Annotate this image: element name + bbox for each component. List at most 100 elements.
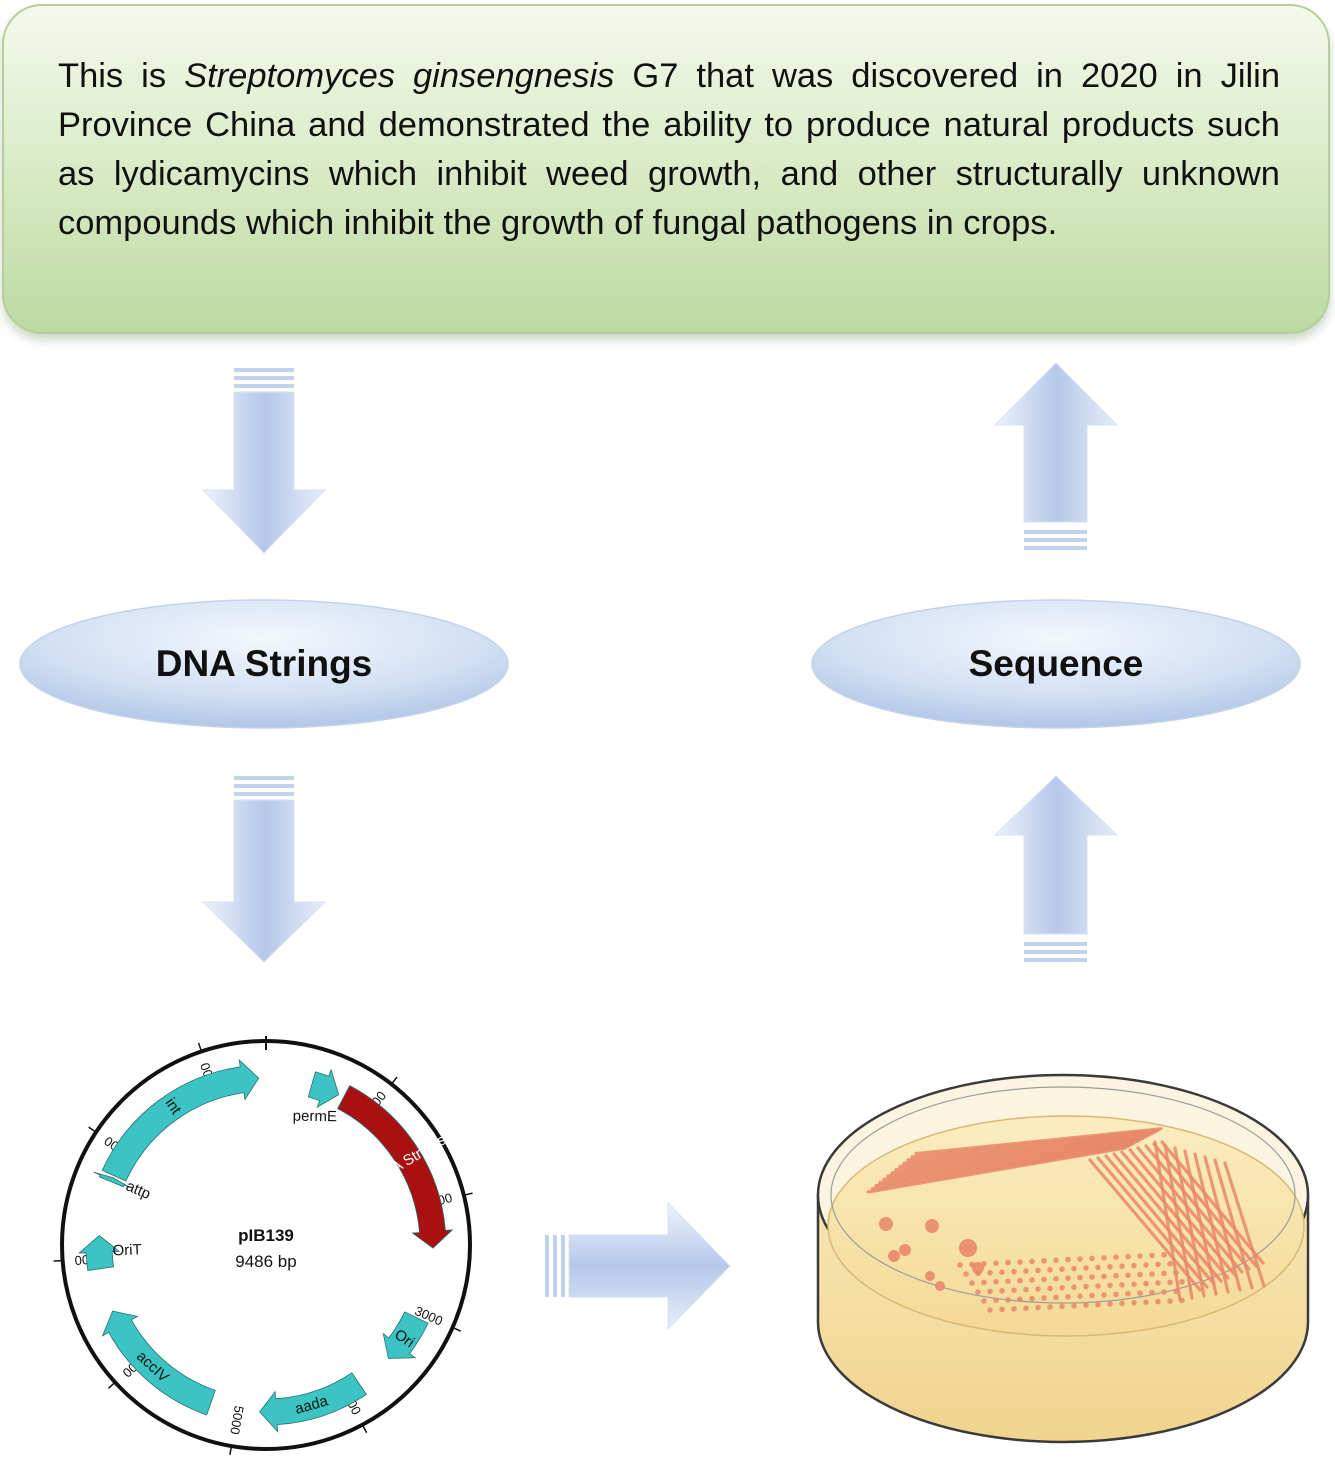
colony-dot — [1023, 1305, 1029, 1311]
tick-label: 5000 — [227, 1405, 247, 1436]
colony-dot — [1137, 1271, 1143, 1278]
bacterial-colonies — [879, 1217, 1185, 1313]
colony-dot — [1023, 1286, 1029, 1293]
plasmid-map: 100020003000400050006000700080009000 per… — [53, 1036, 473, 1456]
colony-dot — [1047, 1285, 1053, 1292]
colony-dot — [1065, 1275, 1071, 1281]
plasmid-size: 9486 bp — [235, 1252, 296, 1271]
streak — [1120, 1150, 1230, 1280]
feature-dna-strings — [337, 1085, 454, 1249]
colony-dot — [1167, 1298, 1173, 1304]
colony-dot — [1101, 1255, 1107, 1261]
colony-dot — [1089, 1274, 1095, 1280]
colony-dot — [993, 1279, 999, 1285]
colony-dot — [1143, 1280, 1149, 1287]
tick-mark — [452, 1326, 462, 1332]
colony-dot — [1083, 1265, 1089, 1271]
petri-dish — [816, 1073, 1310, 1444]
colony-dot — [1113, 1273, 1119, 1279]
colony-dot — [1155, 1298, 1161, 1305]
colony-dot — [1155, 1280, 1161, 1286]
colony-dot — [1101, 1292, 1107, 1298]
streak — [1173, 1146, 1206, 1298]
colony-dot — [1023, 1268, 1029, 1274]
colony-dot — [1065, 1256, 1071, 1263]
colony-dot — [1119, 1300, 1125, 1307]
tick-mark — [88, 1126, 97, 1133]
tick-mark — [229, 1445, 233, 1456]
feature-label-orit: OriT — [112, 1241, 142, 1259]
tick-mark — [361, 1424, 368, 1434]
colony-dot — [1161, 1289, 1167, 1295]
colony-dot — [1143, 1299, 1149, 1305]
colony-dot — [1053, 1257, 1059, 1263]
colony-dot — [1059, 1266, 1065, 1272]
colony-dot — [957, 1262, 963, 1268]
colony-dot — [981, 1279, 987, 1286]
feature-attp — [93, 1171, 131, 1189]
colony-dot — [1017, 1259, 1023, 1265]
colony-dot — [1149, 1271, 1155, 1277]
dna-strings-label: DNA Strings — [155, 643, 373, 684]
colony-dot — [1005, 1259, 1011, 1266]
colony-dot — [1137, 1290, 1143, 1296]
colony-dot — [1095, 1264, 1101, 1271]
colony-dot — [999, 1306, 1005, 1313]
arrow-down-2 — [201, 776, 327, 963]
colony-dot — [981, 1298, 987, 1304]
colony — [925, 1219, 939, 1233]
colony-dot — [1125, 1253, 1131, 1260]
sequence-node — [811, 599, 1301, 729]
tick-mark — [53, 1259, 63, 1262]
colony-dot — [1011, 1306, 1017, 1312]
colony-dot — [1035, 1267, 1041, 1274]
colony-dot — [993, 1297, 999, 1304]
colony-dot — [1053, 1294, 1059, 1301]
colony — [899, 1244, 911, 1256]
species-name: Streptomyces ginsengnesis — [184, 57, 615, 95]
description-text: This is Streptomyces ginsengnesis G7 tha… — [58, 57, 1281, 242]
colony-dot — [1071, 1265, 1077, 1272]
colony-dot — [981, 1261, 987, 1267]
feature-orit — [78, 1235, 121, 1271]
feature-label-attp: attp — [123, 1178, 153, 1203]
colony — [879, 1217, 893, 1231]
feature-ori — [382, 1311, 429, 1359]
colony-dot — [1005, 1278, 1011, 1284]
streak — [1213, 1158, 1254, 1290]
tick-mark — [107, 1381, 116, 1389]
colony-dot — [1041, 1258, 1047, 1264]
plasmid-name: pIB139 — [238, 1226, 294, 1245]
colony-dot — [1131, 1300, 1137, 1306]
tick-mark — [197, 1042, 203, 1052]
colony-dot — [987, 1270, 993, 1276]
colony-dot — [1017, 1277, 1023, 1284]
colony — [959, 1239, 977, 1257]
colony-dot — [1017, 1296, 1023, 1302]
colony-dot — [1029, 1277, 1035, 1283]
streak — [1193, 1152, 1230, 1294]
streak — [1203, 1155, 1242, 1292]
feature-acciv — [101, 1310, 216, 1416]
streak — [1088, 1158, 1202, 1292]
colony-dot — [1029, 1258, 1035, 1265]
feature-label-perme: permE — [293, 1108, 337, 1126]
colony-dot — [1155, 1261, 1161, 1268]
colony-dot — [1167, 1279, 1173, 1286]
colony-dot — [1011, 1268, 1017, 1275]
streak — [1223, 1161, 1266, 1288]
colony-dot — [1047, 1304, 1053, 1310]
colony-dot — [1059, 1285, 1065, 1291]
colony-dot — [1011, 1287, 1017, 1293]
streak — [1183, 1149, 1218, 1296]
bacterial-streaks — [866, 1127, 1266, 1302]
colony-dot — [1065, 1294, 1071, 1300]
streak — [1136, 1146, 1244, 1274]
colony-dot — [1113, 1291, 1119, 1298]
tick-mark — [463, 1192, 473, 1197]
colony-dot — [1095, 1283, 1101, 1289]
colony-dot — [1029, 1295, 1035, 1302]
colony-dot — [975, 1270, 981, 1277]
colony — [935, 1281, 945, 1291]
